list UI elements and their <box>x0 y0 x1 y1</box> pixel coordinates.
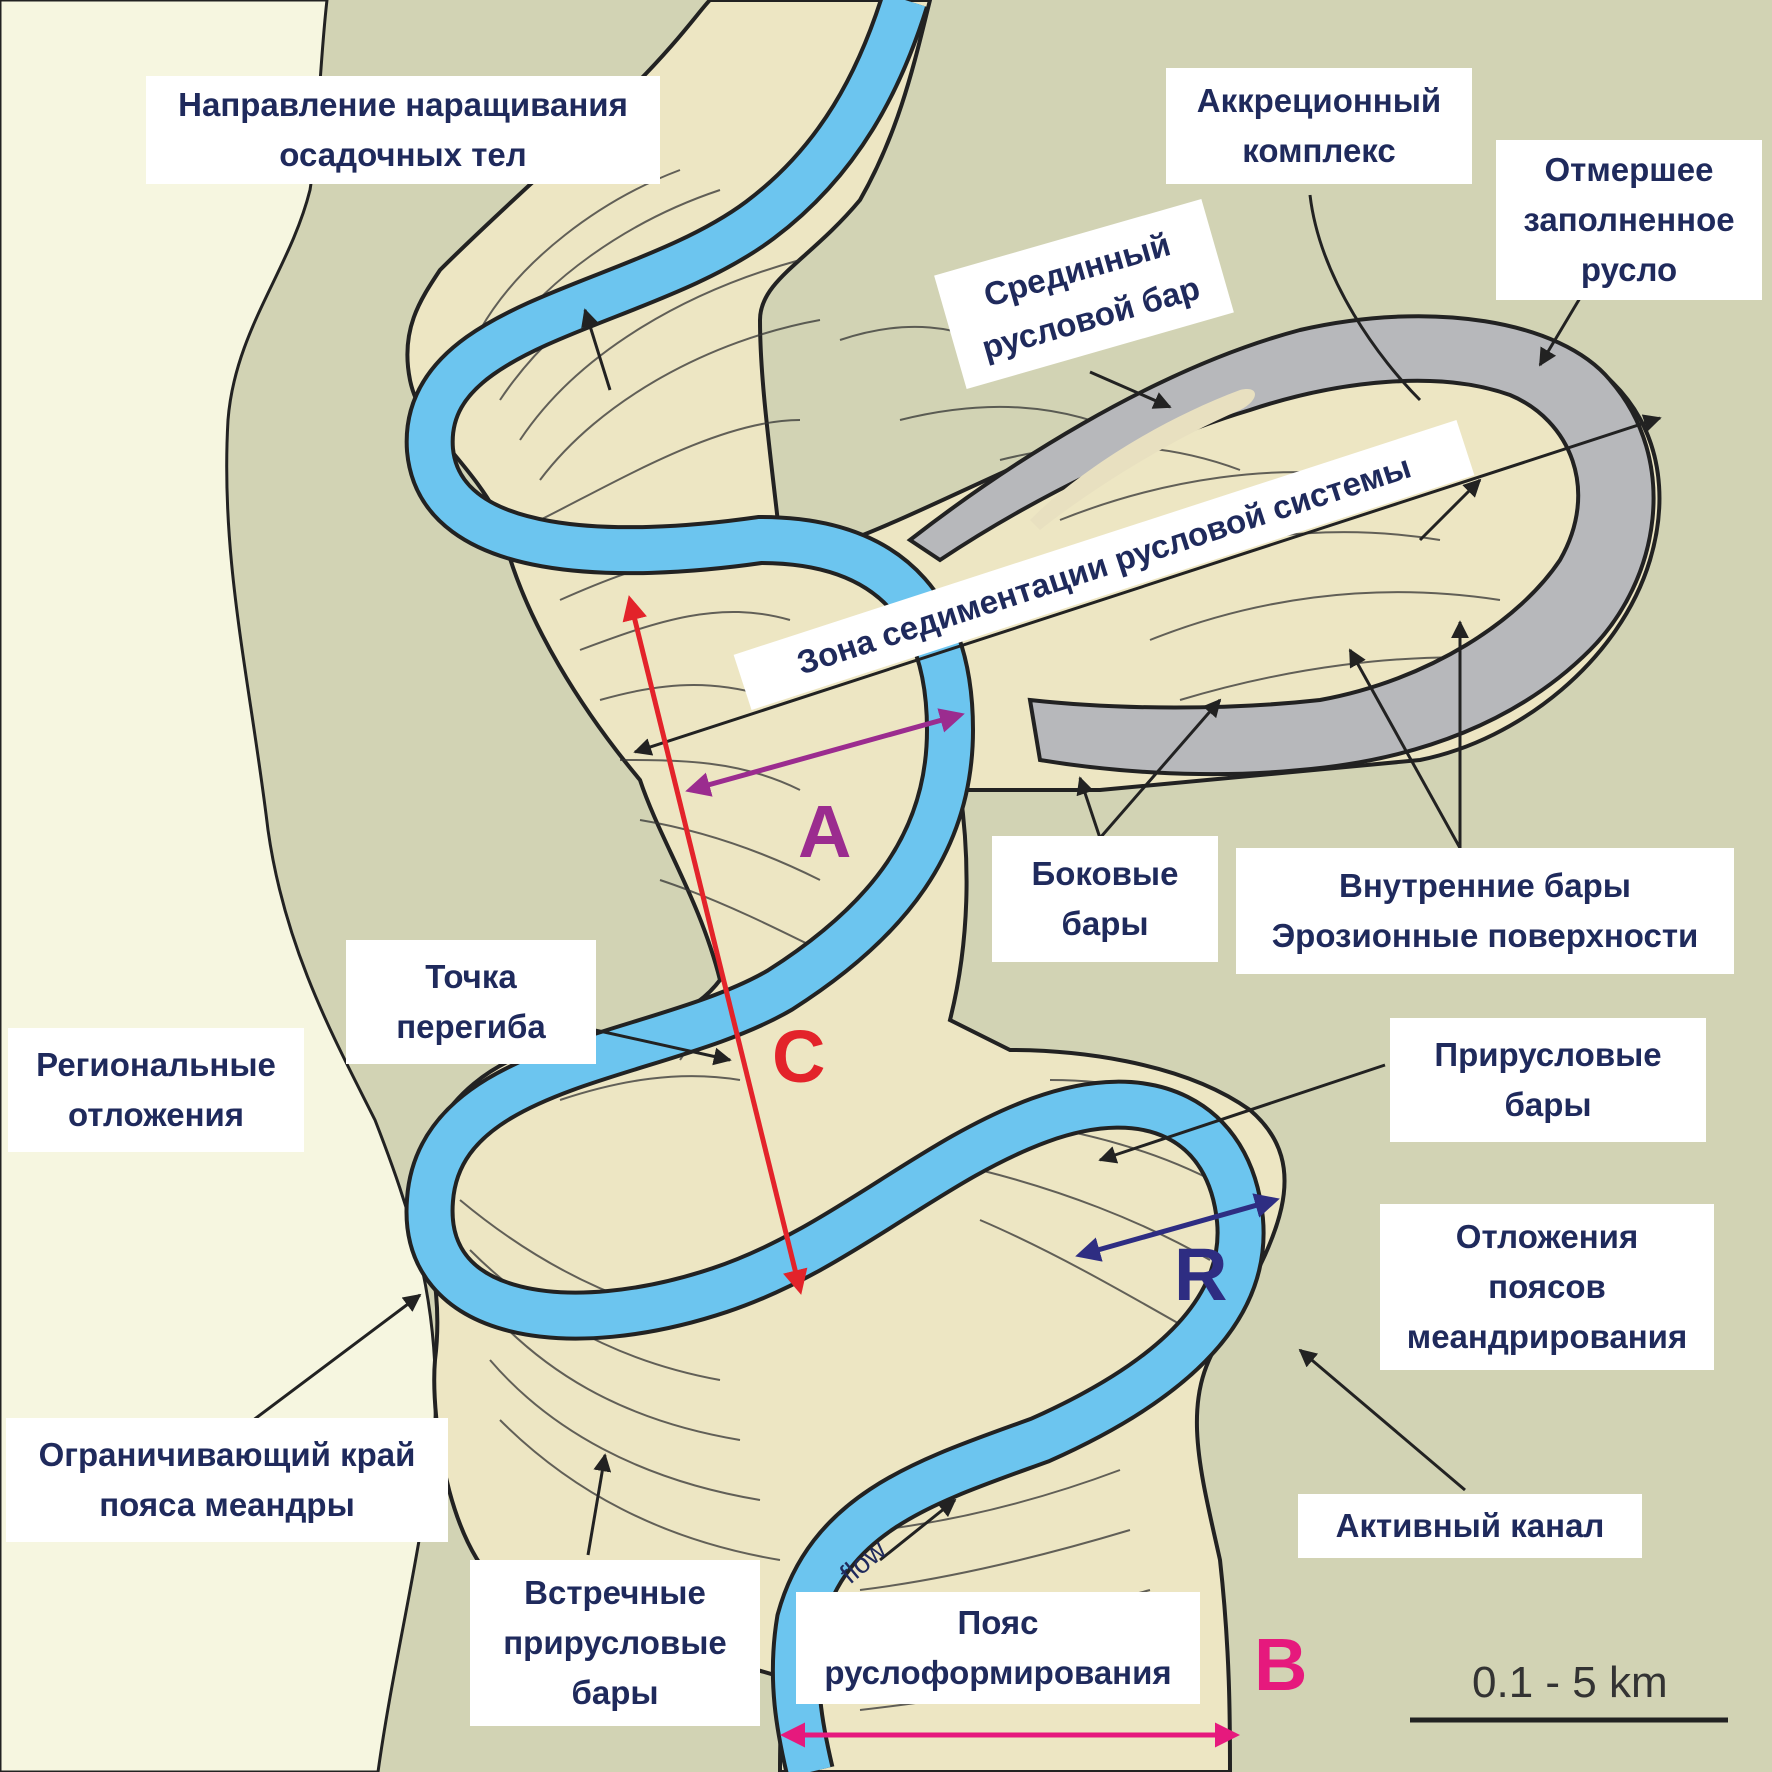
leader-active-channel <box>1298 1348 1466 1492</box>
letter-c: C <box>772 1015 826 1098</box>
label-active-channel: Активный канал <box>1298 1494 1642 1558</box>
leader-bounding-edge <box>239 1293 422 1432</box>
flow-arrow <box>879 1498 957 1562</box>
leader-mid-channel-bar <box>1089 370 1172 409</box>
leader-point-bars <box>1098 1063 1386 1164</box>
letter-r: R <box>1174 1233 1228 1316</box>
leader-accretion-complex <box>1308 194 1422 402</box>
leader-growth-direction <box>581 308 612 391</box>
leader-lines <box>239 194 1582 1562</box>
arrow-a <box>685 708 965 797</box>
leader-dead-channel <box>1538 297 1582 367</box>
scale-label: 0.1 - 5 km <box>1472 1658 1668 1707</box>
leader-counter-point-bars <box>586 1453 612 1556</box>
leader-side-bars-a <box>1076 776 1102 839</box>
letter-b: B <box>1254 1623 1308 1706</box>
letter-a: A <box>798 790 852 873</box>
arrow-c <box>622 595 808 1295</box>
arrow-r <box>1075 1193 1280 1262</box>
